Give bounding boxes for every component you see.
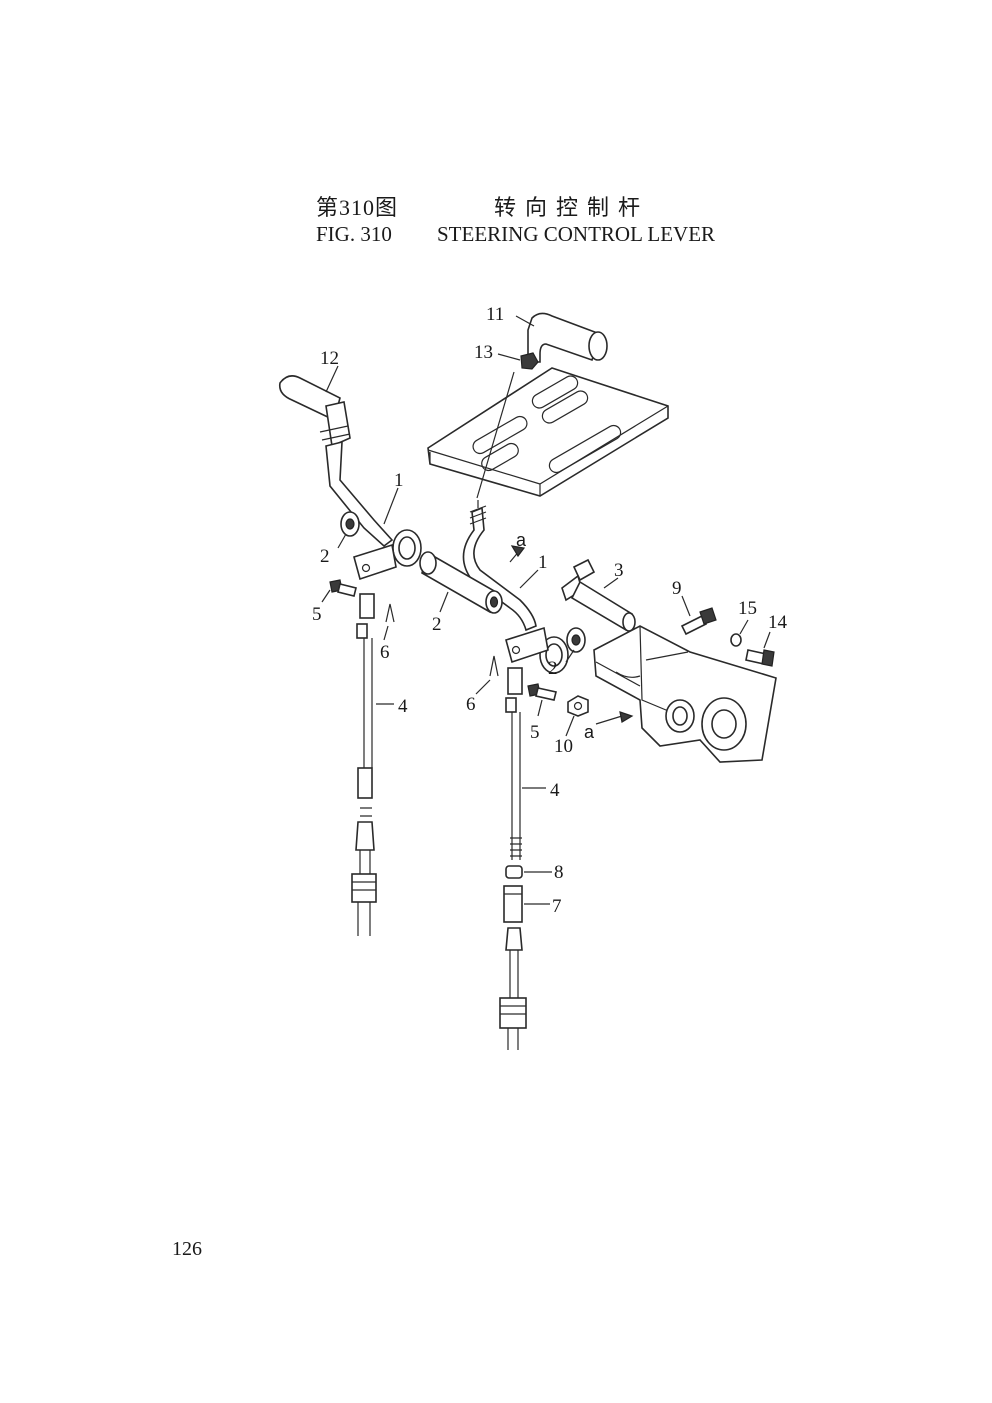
callout-4-right: 4 — [550, 780, 560, 801]
bolt-9 — [680, 607, 717, 636]
callout-12: 12 — [320, 348, 339, 369]
left-lever-boss — [353, 529, 422, 581]
nut-10 — [567, 695, 589, 717]
right-pin-6 — [489, 655, 499, 677]
left-bolt-5 — [329, 579, 357, 597]
callout-4-left: 4 — [398, 696, 408, 717]
callout-5-left: 5 — [312, 604, 322, 625]
callout-14: 14 — [768, 612, 788, 633]
callout-11: 11 — [486, 304, 504, 325]
callout-6-right: 6 — [466, 694, 476, 715]
callout-8: 8 — [554, 862, 564, 883]
page-number: 126 — [172, 1238, 202, 1260]
callout-2-right: 2 — [548, 658, 558, 679]
figure-number-chinese: 第310图 — [316, 195, 399, 220]
right-lever-1 — [462, 371, 537, 632]
figure-name-chinese: 转向控制杆 — [494, 195, 650, 220]
callout-a-bottom: a — [584, 722, 595, 742]
callout-7: 7 — [552, 896, 562, 917]
bolt-14 — [745, 649, 775, 667]
bracket — [593, 625, 777, 763]
callout-3: 3 — [614, 560, 624, 581]
right-cable-end — [499, 927, 527, 1050]
nut-13 — [520, 352, 539, 370]
callout-2-left: 2 — [320, 546, 330, 567]
callout-1-right: 1 — [538, 552, 548, 573]
callout-labels: 12 11 13 1 2 2 1 3 9 15 14 2 5 6 4 6 5 1… — [312, 304, 788, 917]
right-lever-boss — [505, 626, 569, 674]
left-rod-4 — [351, 593, 377, 936]
leader-lines — [321, 315, 771, 905]
knob-11 — [527, 312, 608, 363]
callout-a-top: a — [516, 530, 527, 550]
locknut-8 — [505, 865, 523, 879]
figure-name-english: STEERING CONTROL LEVER — [437, 222, 716, 246]
figure-number-english: FIG. 310 — [316, 222, 392, 246]
right-bolt-5 — [527, 683, 557, 701]
callout-15: 15 — [738, 598, 757, 619]
callout-6-left: 6 — [380, 642, 390, 663]
guide-plate — [427, 367, 669, 497]
shaft-2 — [419, 551, 503, 614]
bushing-2-right — [566, 627, 586, 653]
washer-15 — [730, 633, 742, 647]
left-lever-12 — [278, 375, 394, 548]
callout-2-middle: 2 — [432, 614, 442, 635]
callout-13: 13 — [474, 342, 493, 363]
right-rod-4 — [505, 667, 523, 860]
callout-10: 10 — [554, 736, 573, 757]
callout-9: 9 — [672, 578, 682, 599]
left-pin-6 — [385, 603, 395, 623]
callout-1-left: 1 — [394, 470, 404, 491]
callout-5-right: 5 — [530, 722, 540, 743]
shaft-3 — [561, 558, 636, 632]
bushing-2-left — [340, 511, 360, 537]
joint-7 — [503, 885, 523, 923]
